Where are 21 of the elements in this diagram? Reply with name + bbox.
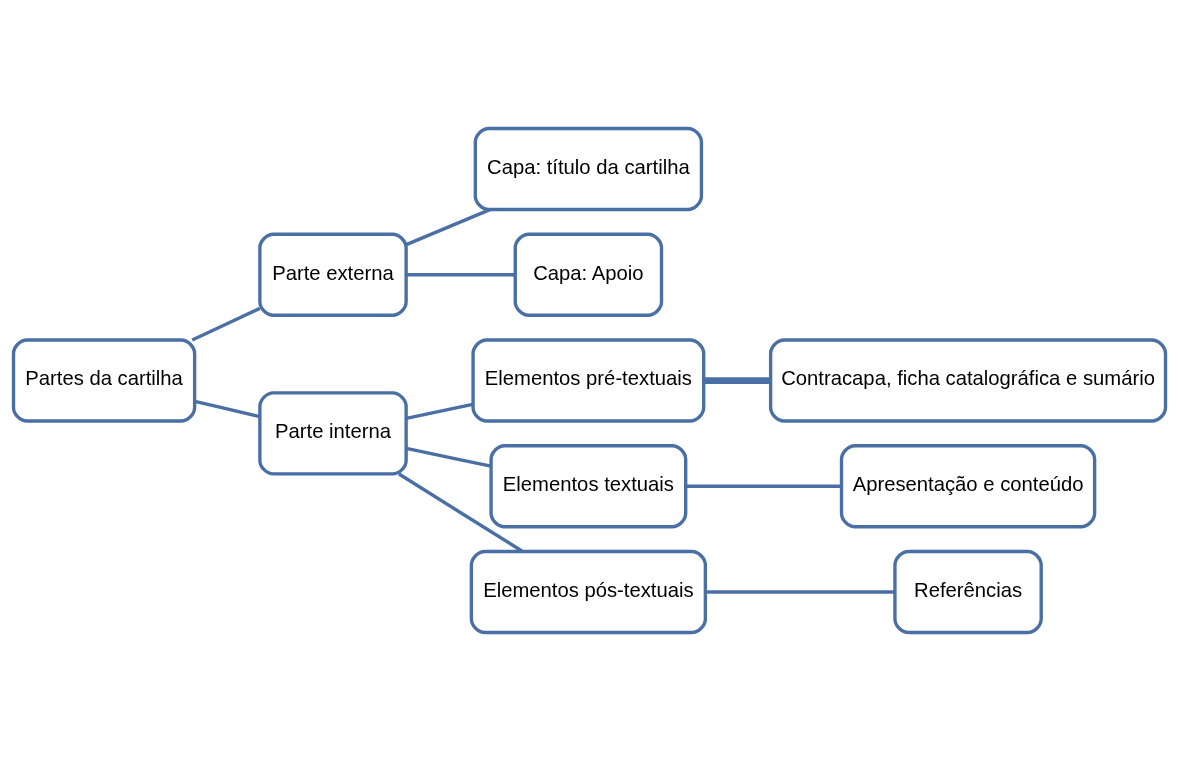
- node-box: Capa: título da cartilha: [473, 126, 704, 211]
- node-box: Partes da cartilha: [11, 337, 197, 423]
- connector: [406, 272, 515, 276]
- node-box: Referências: [893, 549, 1043, 634]
- connector: [685, 484, 842, 488]
- connector: [398, 472, 524, 553]
- connector: [194, 399, 261, 418]
- node-box: Apresentação e conteúdo: [839, 443, 1097, 528]
- node-box: Parte interna: [258, 390, 408, 476]
- connector: [705, 589, 895, 594]
- connector: [405, 446, 492, 468]
- connector: [191, 306, 261, 341]
- connector: [405, 207, 491, 246]
- node-box: Elementos pré-textuais: [471, 337, 706, 423]
- connector: [703, 376, 771, 384]
- node-box: Elementos pós-textuais: [469, 549, 708, 634]
- node-box: Parte externa: [258, 232, 408, 317]
- node-box: Capa: Apoio: [513, 232, 664, 317]
- connector: [405, 402, 474, 420]
- node-box: Contracapa, ficha catalográfica e sumário: [768, 337, 1168, 423]
- node-box: Elementos textuais: [489, 443, 688, 528]
